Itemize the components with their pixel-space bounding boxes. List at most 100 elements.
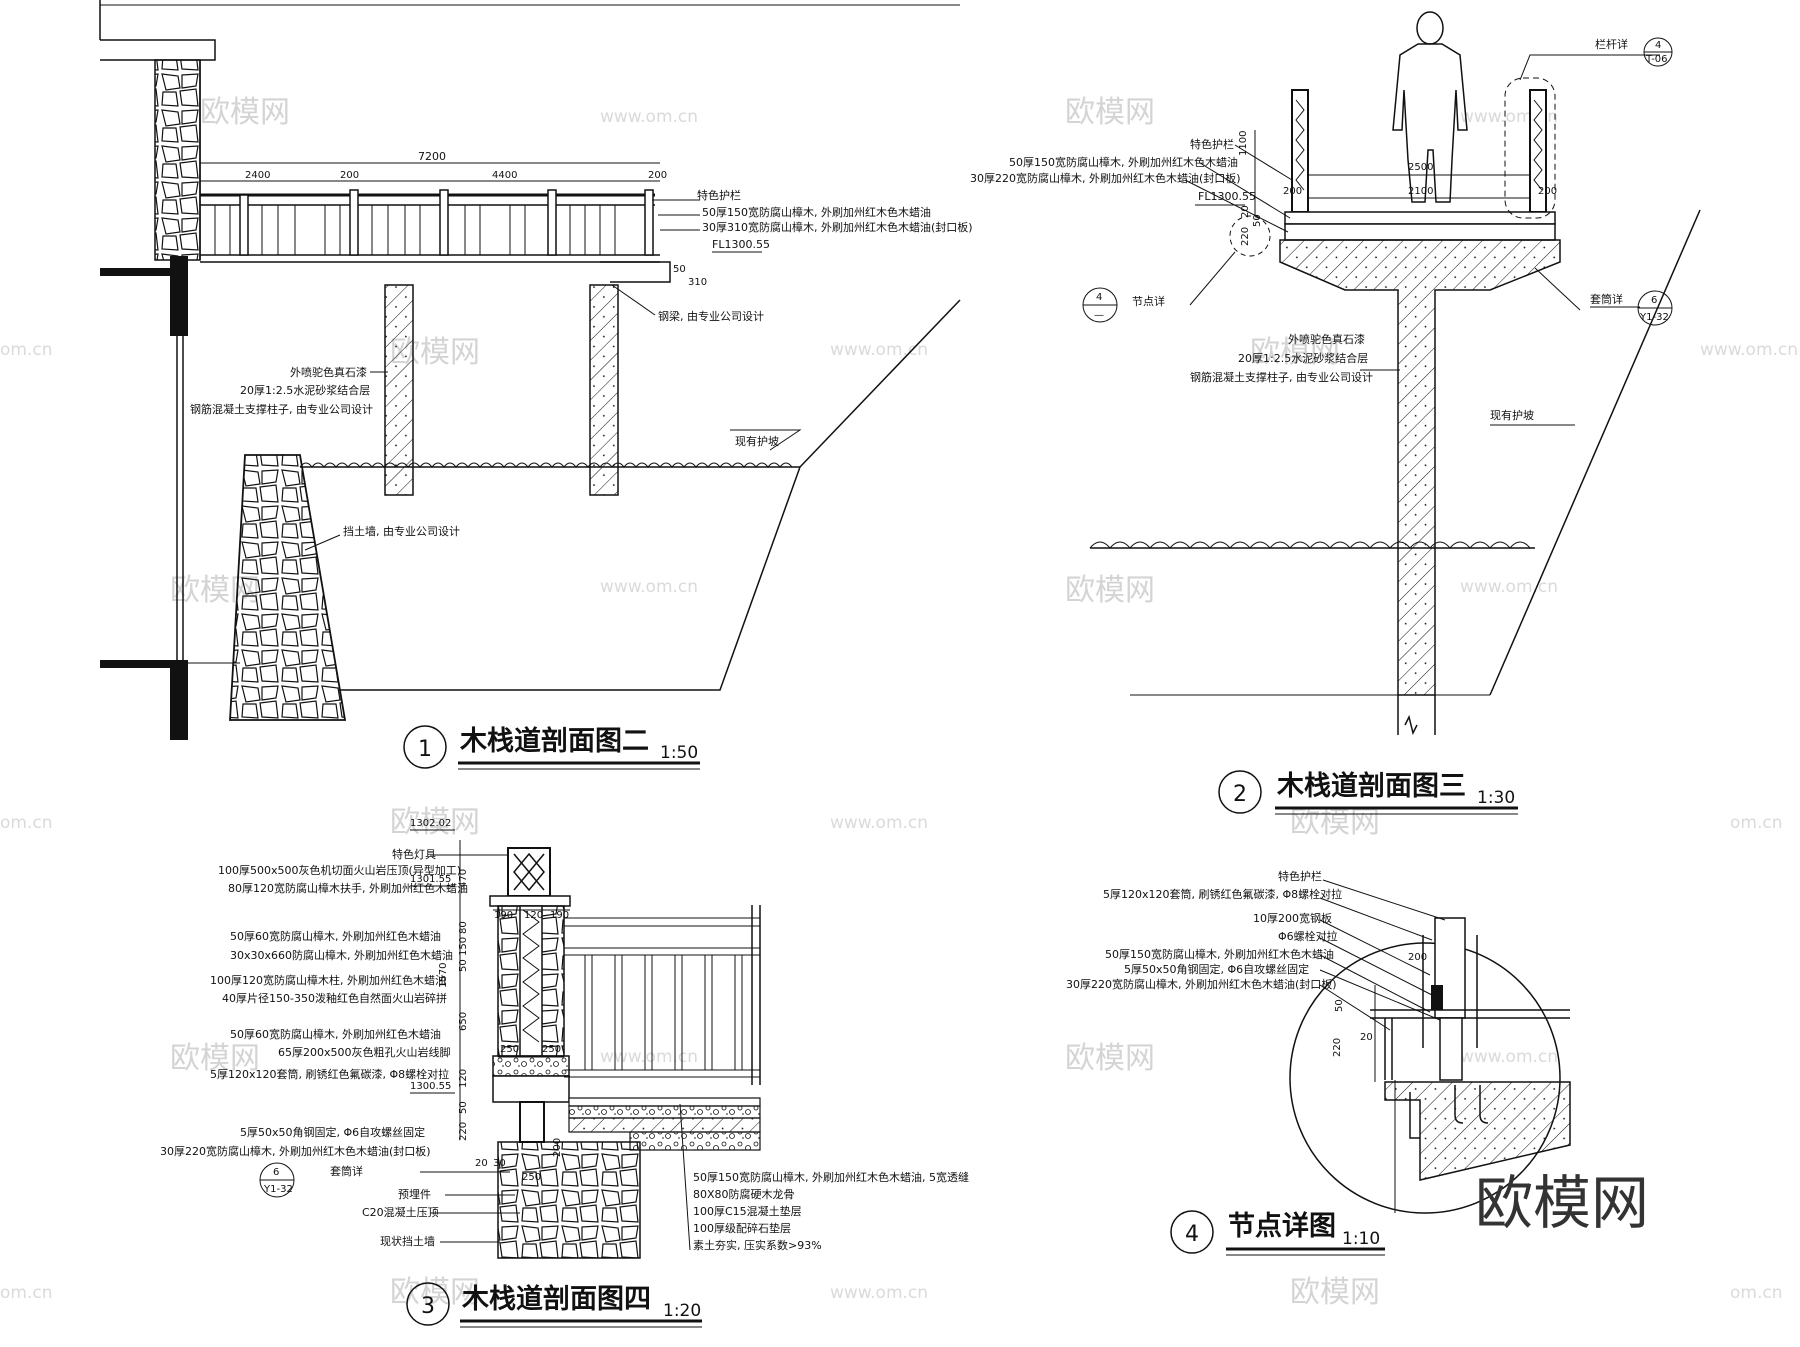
ref-top: 6 <box>273 1167 279 1178</box>
wm-text: www.om.cn <box>600 577 698 597</box>
ref-bottom: — <box>1094 310 1104 321</box>
label: 50厚150宽防腐山樟木, 外刷加州红木色木蜡油 <box>1009 155 1238 169</box>
dim-text: 200 <box>552 1138 563 1157</box>
label: 50厚150宽防腐山樟木, 外刷加州红木色木蜡油, 5宽透缝 <box>693 1170 969 1184</box>
person-figure <box>1392 11 1468 203</box>
label: 特色护栏 <box>1278 869 1322 883</box>
label: 现有护坡 <box>735 434 779 448</box>
annotations-4: 特色护栏 5厚120x120套筒, 刷锈红色氟碳漆, Φ8螺栓对拉 10厚200… <box>1066 869 1446 1031</box>
label: 50厚60宽防腐山樟木, 外刷加州红色木蜡油 <box>230 929 441 943</box>
concrete-t-column <box>1279 239 1561 696</box>
dim-text: 470 <box>458 869 469 888</box>
label: 10厚200宽钢板 <box>1253 911 1332 925</box>
ref-top: 4 <box>1096 292 1102 303</box>
wm-text: om.cn <box>1730 1283 1783 1303</box>
label: 80X80防腐硬木龙骨 <box>693 1187 795 1201</box>
title-block-3: 3 木栈道剖面图四 1:20 <box>406 1282 702 1328</box>
dim-text: 1100 <box>1238 131 1249 156</box>
label: 100厚C15混凝土垫层 <box>693 1204 802 1218</box>
label: 30厚310宽防腐山樟木, 外刷加州红木色木蜡油(封口板) <box>702 220 973 234</box>
label: 钢梁, 由专业公司设计 <box>658 309 764 323</box>
dim-text: 1570 <box>438 963 449 988</box>
label: 特色灯具 <box>392 847 436 861</box>
dim-text: 2400 <box>245 170 270 181</box>
drawing-scale: 1:50 <box>660 743 698 763</box>
annotations-3-left: 特色灯具 100厚500x500灰色机切面火山岩压顶(异型加工) 80厚120宽… <box>160 847 520 1248</box>
drawing-number: 4 <box>1185 1222 1199 1247</box>
wm-text: om.cn <box>0 340 53 360</box>
dim-text: 50 <box>458 959 469 972</box>
dim-text: 200 <box>1538 186 1557 197</box>
dim-text: 20 <box>1240 205 1251 218</box>
concrete-column <box>384 284 414 496</box>
railing-balusters-3 <box>584 955 743 1070</box>
label: 现状挡土墙 <box>380 1234 435 1248</box>
section-4: 200 50 20 220 特色护栏 5厚120x120套筒, 刷锈红色氟碳漆,… <box>1066 869 1649 1256</box>
label: Φ6螺栓对拉 <box>1278 929 1338 943</box>
ref-bottom: Y1-32 <box>1639 312 1669 323</box>
wm-text: www.om.cn <box>600 1047 698 1067</box>
concrete-slab <box>1384 1081 1571 1181</box>
wm-text: 欧模网 <box>1290 805 1380 840</box>
drawing-title: 木栈道剖面图四 <box>461 1283 651 1315</box>
annotations-3-right: 50厚150宽防腐山樟木, 外刷加州红木色木蜡油, 5宽透缝 80X80防腐硬木… <box>679 1103 969 1252</box>
dim-text: 20 <box>475 1158 488 1169</box>
level-label: 1302.02 <box>410 818 451 829</box>
label: 40厚片径150-350泼釉红色自然面火山岩碎拼 <box>222 991 447 1005</box>
dim-text: 220 <box>1240 227 1251 246</box>
label: 100厚120宽防腐山樟木柱, 外刷加州红色木蜡油 <box>210 973 446 987</box>
label: 5厚120x120套筒, 刷锈红色氟碳漆, Φ8螺栓对拉 <box>1103 887 1342 901</box>
label: 套筒详 <box>330 1164 363 1178</box>
level-label: FL1300.55 <box>1198 190 1256 203</box>
wm-text: www.om.cn <box>830 1283 928 1303</box>
dim-text: 200 <box>340 170 359 181</box>
wm-text: www.om.cn <box>830 340 928 360</box>
label: 30厚220宽防腐山樟木, 外刷加州红木色木蜡油(封口板) <box>970 171 1241 185</box>
railing-balusters <box>214 205 616 255</box>
dim-text: 250 <box>542 1044 561 1055</box>
label: 30x30x660防腐山樟木, 外刷加州红色木蜡油 <box>230 948 453 962</box>
label: 栏杆详 <box>1595 37 1628 51</box>
label: 素土夯实, 压实系数>93% <box>693 1238 822 1252</box>
dim-text: 310 <box>688 277 707 288</box>
label: 外喷驼色真石漆 <box>1288 332 1365 346</box>
drawing-scale: 1:20 <box>663 1301 701 1321</box>
dim-text: 120 <box>458 1069 469 1088</box>
label: 现有护坡 <box>1490 408 1534 422</box>
label: 特色护栏 <box>697 188 741 202</box>
wm-text: 欧模网 <box>390 805 480 840</box>
dim-text: 250 <box>500 1044 519 1055</box>
level-label: 1301.55 <box>410 874 451 885</box>
wm-text: om.cn <box>1730 813 1783 833</box>
stone-wall <box>154 59 201 261</box>
dim-text: 50 <box>458 1101 469 1114</box>
drawing-title: 木栈道剖面图二 <box>459 725 649 757</box>
wm-text: www.om.cn <box>830 813 928 833</box>
dim-text: 150 <box>458 937 469 956</box>
label: 65厚200x500灰色粗孔火山岩线脚 <box>278 1045 451 1059</box>
ref-top: 4 <box>1655 40 1661 51</box>
label: 5厚50x50角钢固定, Φ6自攻螺丝固定 <box>240 1125 425 1139</box>
label: 套筒详 <box>1590 292 1623 306</box>
dim-text: 7200 <box>418 150 446 163</box>
dim-text: 220 <box>1332 1038 1343 1057</box>
drawing-scale: 1:10 <box>1342 1229 1380 1249</box>
level-label: FL1300.55 <box>712 238 770 251</box>
label: 预埋件 <box>398 1188 431 1201</box>
ref-top: 6 <box>1651 295 1657 306</box>
label: 5厚120x120套筒, 刷锈红色氟碳漆, Φ8螺栓对拉 <box>210 1067 449 1081</box>
wm-text: 欧模网 <box>1065 1041 1155 1076</box>
drawing-number: 2 <box>1233 782 1247 807</box>
level-label: 1300.55 <box>410 1081 451 1092</box>
dim-text: 20 <box>1360 1032 1373 1043</box>
label: C20混凝土压顶 <box>362 1205 439 1219</box>
dim-text: 650 <box>458 1012 469 1031</box>
dim-text: 190 <box>550 910 569 921</box>
label: 100厚级配碎石垫层 <box>693 1221 791 1235</box>
retaining-wall <box>229 454 347 721</box>
detail-circle <box>1289 942 1561 1214</box>
annotations-1: 特色护栏 50厚150宽防腐山樟木, 外刷加州红木色木蜡油 30厚310宽防腐山… <box>190 188 973 551</box>
wm-text: om.cn <box>0 813 53 833</box>
dim-text: 80 <box>458 921 469 934</box>
label: 特色护栏 <box>1190 137 1234 151</box>
